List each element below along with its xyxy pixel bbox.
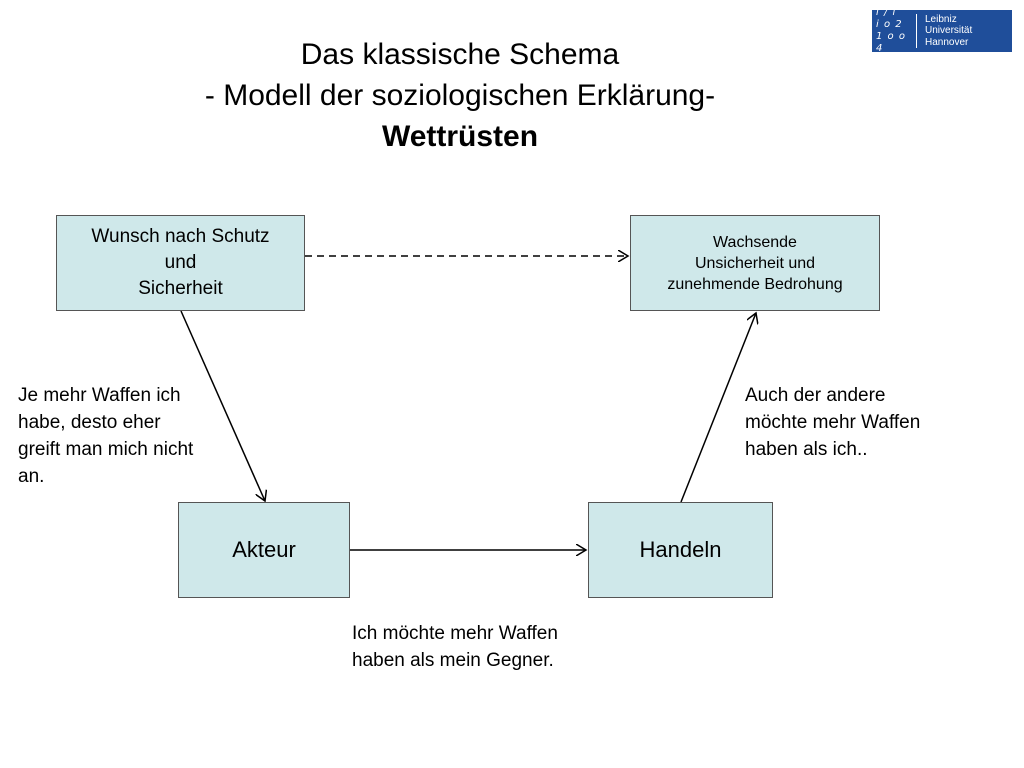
- box-akteur: Akteur: [178, 502, 350, 598]
- university-logo: i / i i o 2 1 o o 4 Leibniz Universität …: [872, 7, 1012, 54]
- title-line-2: - Modell der soziologischen Erklärung-: [204, 79, 716, 112]
- logo-mark-icon: i / i i o 2 1 o o 4: [872, 7, 916, 54]
- box-wachsende-unsicherheit: Wachsende Unsicherheit und zunehmende Be…: [630, 215, 880, 311]
- title-line-3: Wettrüsten: [381, 120, 539, 153]
- note-right: Auch der andere möchte mehr Waffen haben…: [745, 385, 921, 460]
- slide-title: Das klassische Schema - Modell der sozio…: [90, 34, 830, 157]
- logo-mark-row-3: 1 o o 4: [876, 31, 906, 54]
- box-wunsch-nach-schutz: Wunsch nach Schutz und Sicherheit: [56, 215, 305, 311]
- logo-text-line-2: Universität: [925, 25, 973, 37]
- title-line-1: Das klassische Schema: [300, 38, 620, 71]
- logo-text: Leibniz Universität Hannover: [925, 14, 972, 49]
- note-left: Je mehr Waffen ich habe, desto eher grei…: [18, 385, 194, 487]
- logo-mark-row-1: i / i: [876, 7, 897, 18]
- box-handeln: Handeln: [588, 502, 773, 598]
- note-bottom: Ich möchte mehr Waffen haben als mein Ge…: [352, 623, 558, 671]
- logo-divider: [916, 14, 917, 48]
- logo-mark-row-2: i o 2: [876, 19, 903, 30]
- logo-text-line-1: Leibniz: [925, 13, 957, 25]
- logo-text-line-3: Hannover: [925, 36, 969, 48]
